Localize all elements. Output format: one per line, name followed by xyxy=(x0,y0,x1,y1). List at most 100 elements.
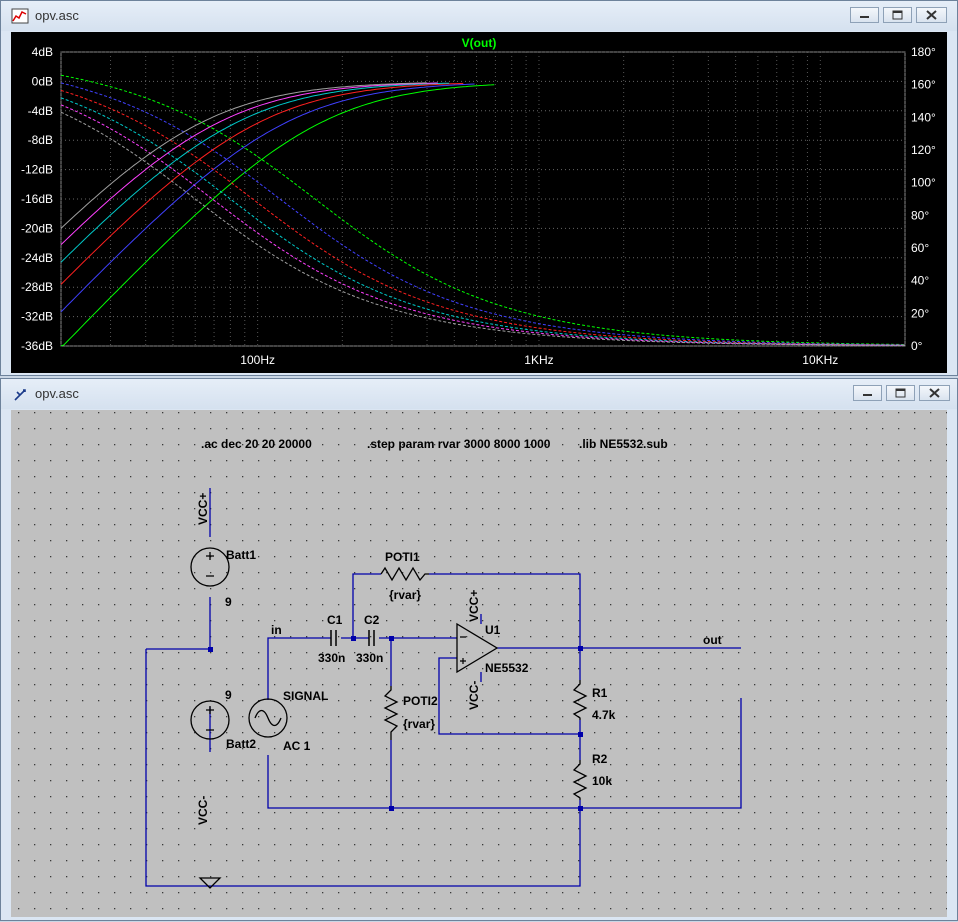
maximize-button[interactable] xyxy=(883,7,912,23)
minimize-button[interactable] xyxy=(850,7,879,23)
waveform-window-title: opv.asc xyxy=(35,8,79,23)
magnitude-curve[interactable] xyxy=(60,84,495,347)
schematic[interactable]: .ac dec 20 20 20000 .step param rvar 300… xyxy=(11,410,947,917)
phase-curve[interactable] xyxy=(60,89,905,346)
lib-directive[interactable]: .lib NE5532.sub xyxy=(579,437,668,451)
schematic-titlebar[interactable]: opv.asc xyxy=(1,379,957,409)
opamp-u1[interactable]: U1 NE5532 VCC+ VCC- xyxy=(456,590,529,710)
ground-icon[interactable] xyxy=(198,877,222,889)
batt2-name: Batt2 xyxy=(226,737,256,751)
close-icon xyxy=(926,10,937,20)
magnitude-curve[interactable] xyxy=(60,82,464,285)
u1-model: NE5532 xyxy=(485,661,529,675)
batt1-name: Batt1 xyxy=(226,548,256,562)
capacitor-c1[interactable]: C1 330n xyxy=(318,613,345,665)
junction xyxy=(578,806,583,811)
y-left-tick-label: -16dB xyxy=(21,192,53,206)
phase-curve[interactable] xyxy=(60,97,906,346)
x-tick-label: 1KHz xyxy=(524,353,553,367)
minimize-button[interactable] xyxy=(853,385,882,401)
step-directive[interactable]: .step param rvar 3000 8000 1000 xyxy=(367,437,551,451)
net-label-out: out xyxy=(703,633,722,647)
vcc-minus-label: VCC- xyxy=(196,796,210,825)
poti2-name: POTI2 xyxy=(403,694,438,708)
resistor-poti2[interactable]: POTI2 {rvar} xyxy=(383,686,438,740)
y-right-tick-label: 60° xyxy=(911,241,929,255)
junction xyxy=(578,732,583,737)
phase-curve[interactable] xyxy=(60,82,905,346)
phase-curve[interactable] xyxy=(60,74,905,345)
phase-curve[interactable] xyxy=(60,104,906,346)
minimize-icon xyxy=(863,394,872,396)
grid-dots xyxy=(11,410,947,917)
schematic-canvas[interactable]: .ac dec 20 20 20000 .step param rvar 300… xyxy=(11,410,947,917)
poti1-value: {rvar} xyxy=(389,588,421,602)
y-right-tick-label: 120° xyxy=(911,143,936,157)
y-left-tick-label: -36dB xyxy=(21,339,53,353)
magnitude-curve[interactable] xyxy=(60,82,427,229)
magnitude-curve[interactable] xyxy=(60,82,438,246)
chart-title: V(out) xyxy=(462,36,497,50)
vcc-plus-label: VCC+ xyxy=(196,493,210,525)
wire xyxy=(438,657,580,735)
x-tick-label: 10KHz xyxy=(802,353,838,367)
bode-plot[interactable]: 4dB0dB-4dB-8dB-12dB-16dB-20dB-24dB-28dB-… xyxy=(11,32,947,373)
u1-vcc-plus-label: VCC+ xyxy=(467,590,481,622)
close-icon xyxy=(929,388,940,398)
y-right-tick-label: 0° xyxy=(911,339,923,353)
c2-name: C2 xyxy=(364,613,380,627)
r2-value: 10k xyxy=(592,774,612,788)
c1-value: 330n xyxy=(318,651,345,665)
y-left-tick-label: -4dB xyxy=(28,104,53,118)
magnitude-curve[interactable] xyxy=(60,82,450,263)
y-left-tick-label: -28dB xyxy=(21,280,53,294)
wire xyxy=(145,648,581,887)
close-button[interactable] xyxy=(916,7,947,23)
junctions xyxy=(208,636,583,811)
y-left-tick-label: -8dB xyxy=(28,133,53,147)
restore-icon xyxy=(892,10,903,20)
y-left-tick-label: -20dB xyxy=(21,221,53,235)
phase-curve[interactable] xyxy=(60,111,905,346)
y-right-tick-label: 100° xyxy=(911,176,936,190)
c2-value: 330n xyxy=(356,651,383,665)
schematic-window-icon xyxy=(14,389,26,401)
battery-batt2[interactable]: 9 Batt2 xyxy=(190,688,256,751)
sine-icon xyxy=(254,709,282,727)
y-right-tick-label: 180° xyxy=(911,45,936,59)
resistor-r2[interactable]: R2 10k xyxy=(572,752,612,800)
capacitor-c2[interactable]: C2 330n xyxy=(356,613,383,665)
batt1-value: 9 xyxy=(225,595,232,609)
y-right-tick-label: 40° xyxy=(911,274,929,288)
x-tick-label: 100Hz xyxy=(240,353,275,367)
waveform-titlebar[interactable]: opv.asc xyxy=(1,1,957,31)
y-left-tick-label: 4dB xyxy=(32,45,53,59)
maximize-button[interactable] xyxy=(886,385,915,401)
y-right-tick-label: 80° xyxy=(911,208,929,222)
ac-directive[interactable]: .ac dec 20 20 20000 xyxy=(201,437,312,451)
wire xyxy=(352,573,381,638)
r1-value: 4.7k xyxy=(592,708,616,722)
signal-source[interactable]: SIGNAL AC 1 xyxy=(248,689,328,753)
y-right-tick-label: 140° xyxy=(911,110,936,124)
schematic-window: opv.asc .ac dec 20 20 20000 .step param … xyxy=(0,378,958,921)
junction xyxy=(578,646,583,651)
y-right-tick-label: 160° xyxy=(911,78,936,92)
wires xyxy=(145,488,742,887)
y-left-tick-label: -32dB xyxy=(21,310,53,324)
minimize-icon xyxy=(860,16,869,18)
close-button[interactable] xyxy=(919,385,950,401)
battery-batt1[interactable]: Batt1 9 xyxy=(190,547,256,609)
batt2-value: 9 xyxy=(225,688,232,702)
resistor-r1[interactable]: R1 4.7k xyxy=(572,680,616,722)
resistor-poti1[interactable]: POTI1 {rvar} xyxy=(380,550,429,602)
magnitude-curve[interactable] xyxy=(60,83,475,313)
wire xyxy=(429,573,581,648)
poti1-name: POTI1 xyxy=(385,550,420,564)
junction xyxy=(208,647,213,652)
y-left-tick-label: -24dB xyxy=(21,251,53,265)
plot-frame xyxy=(60,51,906,347)
c1-name: C1 xyxy=(327,613,343,627)
